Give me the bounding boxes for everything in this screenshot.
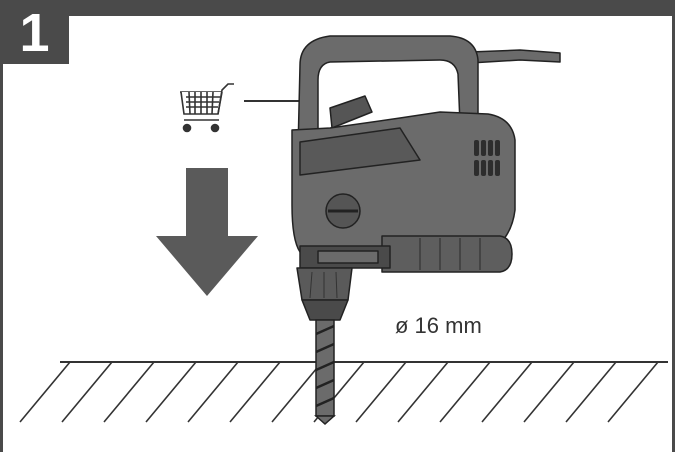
shopping-cart-icon	[180, 83, 234, 133]
frame-right	[672, 0, 675, 452]
bit-diameter-label: ø 16 mm	[395, 313, 482, 338]
step-badge: 1	[0, 0, 69, 64]
drill-bit	[314, 319, 336, 426]
ground-surface	[19, 361, 668, 423]
frame-left	[0, 0, 3, 452]
hammer-drill	[291, 35, 561, 321]
arrow-down-icon	[156, 168, 258, 296]
top-bar	[0, 0, 675, 16]
step-number: 1	[19, 3, 50, 63]
